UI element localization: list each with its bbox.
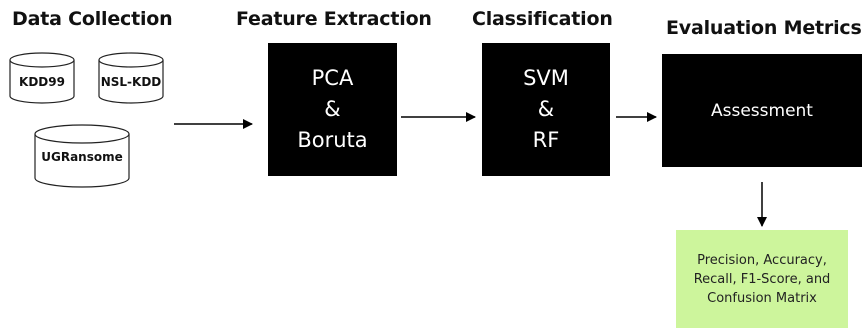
evaluation-box: Assessment	[662, 54, 862, 167]
evaluation-label: Assessment	[711, 100, 813, 121]
feature-method-1: PCA	[311, 66, 354, 90]
dataset-kdd99: KDD99	[9, 52, 75, 104]
feature-method-2: Boruta	[297, 128, 368, 152]
dataset-nsl-kdd: NSL-KDD	[98, 52, 164, 104]
metrics-box: Precision, Accuracy, Recall, F1-Score, a…	[676, 230, 848, 328]
classification-box: SVM & RF	[482, 43, 610, 176]
database-cylinder-icon	[9, 52, 75, 104]
database-cylinder-icon	[98, 52, 164, 104]
metrics-line-1: Precision, Accuracy,	[697, 252, 827, 268]
heading-feature-extraction: Feature Extraction	[236, 8, 432, 30]
classifier-2: RF	[532, 128, 560, 152]
dataset-ugransome: UGRansome	[34, 124, 130, 188]
classifier-1: SVM	[523, 66, 569, 90]
feature-extraction-box: PCA & Boruta	[268, 43, 397, 176]
heading-evaluation-metrics: Evaluation Metrics	[666, 17, 862, 39]
classifier-connector: &	[537, 97, 555, 121]
dataset-label-kdd99: KDD99	[19, 75, 65, 89]
feature-connector: &	[324, 97, 341, 121]
heading-data-collection: Data Collection	[12, 8, 173, 30]
database-cylinder-icon	[34, 124, 130, 188]
heading-classification: Classification	[472, 8, 613, 30]
dataset-label-nsl-kdd: NSL-KDD	[100, 75, 162, 89]
metrics-line-3: Confusion Matrix	[707, 290, 817, 306]
dataset-label-ugransome: UGRansome	[41, 150, 123, 164]
metrics-line-2: Recall, F1-Score, and	[693, 271, 831, 287]
